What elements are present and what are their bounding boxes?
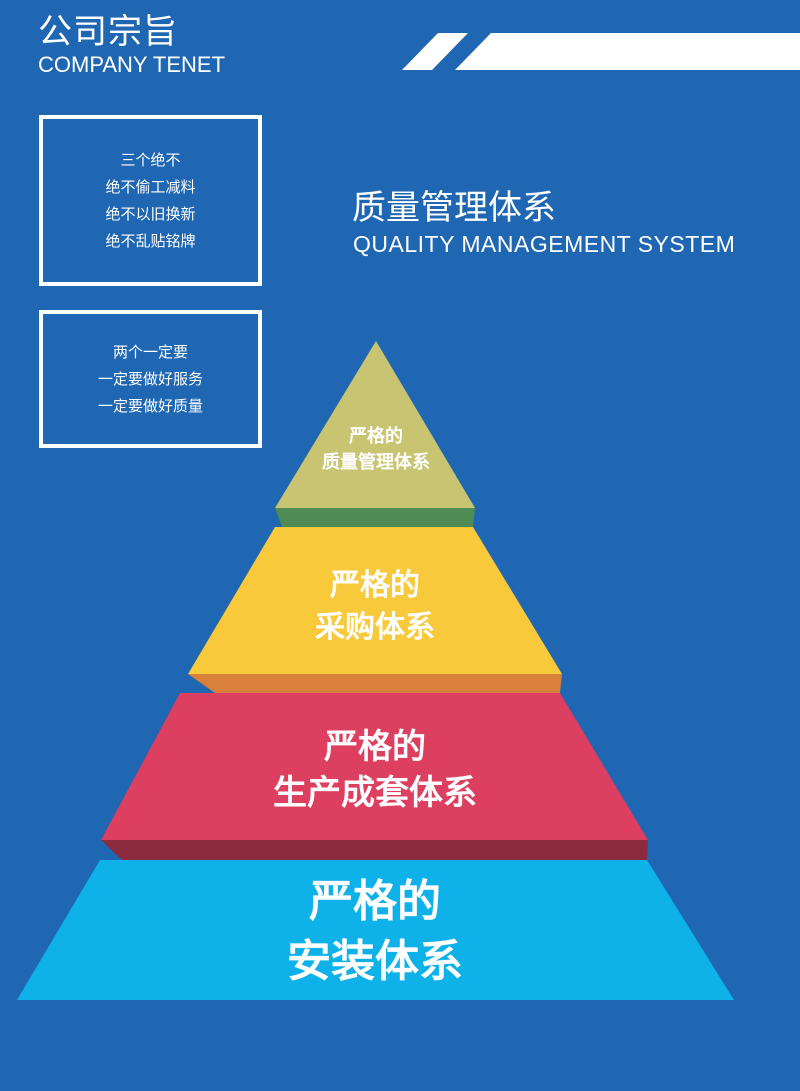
- tier2-shadow: [188, 674, 562, 693]
- tier4-line1: 严格的: [309, 876, 441, 927]
- tier3-shape: [101, 693, 648, 840]
- tier1-line1: 严格的: [349, 426, 403, 447]
- stripe-long: [455, 33, 800, 70]
- system-subtitle: QUALITY MANAGEMENT SYSTEM: [353, 231, 736, 257]
- tier1-shape: [275, 341, 475, 508]
- page-title: 公司宗旨: [38, 12, 178, 52]
- tier2-line1: 严格的: [330, 568, 420, 603]
- tier4-shape: [17, 860, 734, 1000]
- tier3-label: 严格的 生产成套体系: [0, 724, 750, 816]
- tier1-shadow: [275, 508, 475, 527]
- system-title: 质量管理体系: [352, 188, 556, 228]
- tier4-label: 严格的 安装体系: [0, 872, 750, 992]
- tier3-line2: 生产成套体系: [273, 773, 477, 813]
- tier2-label: 严格的 采购体系: [0, 565, 750, 649]
- tenet-line: 绝不偷工减料: [105, 177, 196, 196]
- tenet-line: 一定要做好质量: [97, 396, 203, 415]
- tenet-line: 两个一定要: [112, 342, 188, 361]
- tenet-box-three-nevers: 三个绝不 绝不偷工减料 绝不以旧换新 绝不乱贴铭牌: [39, 115, 262, 286]
- tenet-line: 绝不以旧换新: [105, 204, 196, 223]
- tier1-line2: 质量管理体系: [322, 452, 430, 473]
- tenet-box-two-musts: 两个一定要 一定要做好服务 一定要做好质量: [39, 310, 262, 448]
- stripe-short: [402, 33, 468, 70]
- tier2-shape: [188, 527, 562, 674]
- tier1-label: 严格的 质量管理体系: [0, 424, 752, 476]
- tier3-line1: 严格的: [324, 727, 426, 767]
- tenet-line: 绝不乱贴铭牌: [105, 231, 196, 250]
- tier4-line2: 安装体系: [287, 936, 463, 987]
- tier2-line2: 采购体系: [315, 610, 435, 645]
- tier3-shadow: [101, 840, 648, 860]
- header-stripes: [402, 33, 800, 70]
- tenet-line: 一定要做好服务: [97, 369, 203, 388]
- tenet-line: 三个绝不: [120, 150, 181, 169]
- page-subtitle: COMPANY TENET: [38, 52, 226, 77]
